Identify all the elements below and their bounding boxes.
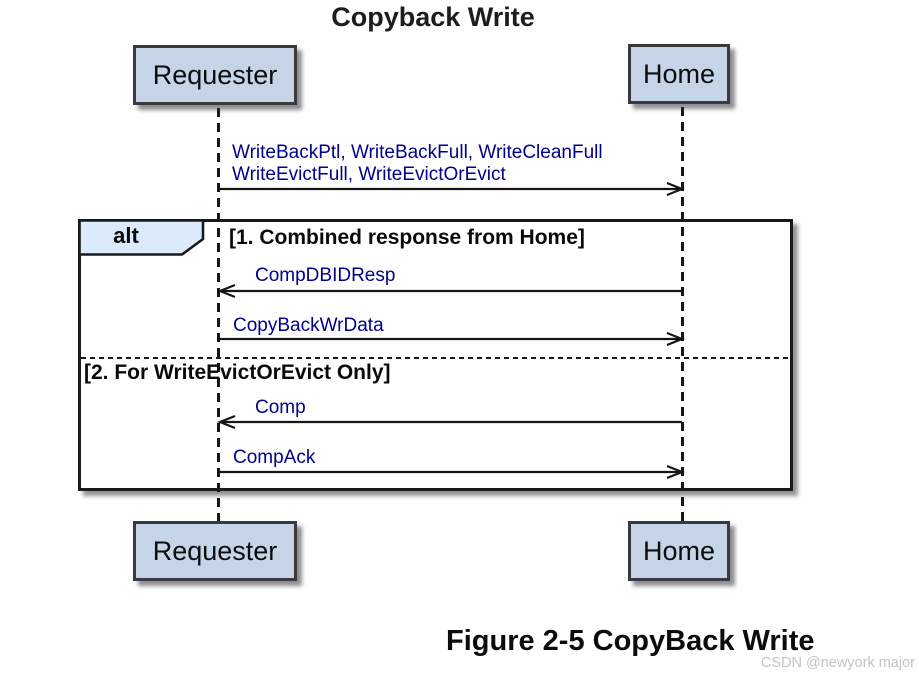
message-label-comp: Comp: [255, 397, 306, 418]
message-label-copybackwrdata: CopyBackWrData: [233, 315, 384, 336]
guard-combined-response: [1. Combined response from Home]: [229, 226, 585, 249]
watermark-text: CSDN @newyork major: [760, 655, 915, 671]
message-label-writeback-line1: WriteBackPtl, WriteBackFull, WriteCleanF…: [232, 142, 603, 163]
actor-label-home-top: Home: [642, 58, 716, 89]
arrowhead-right-icon: [666, 331, 685, 347]
message-arrow-comp: [217, 414, 682, 430]
arrowhead-left-icon: [217, 414, 236, 430]
alt-operator-pentagon: [78, 219, 205, 256]
lifeline-requester: [217, 108, 220, 521]
pentagon-shape: [78, 219, 205, 256]
actor-box-home-bottom: Home: [628, 521, 730, 581]
figure-caption: Figure 2-5 CopyBack Write: [446, 625, 815, 657]
message-arrow-compdbidresp: [217, 283, 682, 299]
message-arrow-writeback: [219, 181, 685, 197]
alt-divider-line: [81, 357, 791, 359]
message-label-compack: CompAck: [233, 447, 316, 468]
lifeline-home: [681, 107, 684, 521]
diagram-title: Copyback Write: [331, 2, 535, 32]
message-label-writeback-line2: WriteEvictFull, WriteEvictOrEvict: [232, 164, 506, 185]
alt-operator-label: alt: [113, 223, 139, 248]
actor-label-requester-bottom: Requester: [152, 535, 278, 566]
arrowhead-right-icon: [666, 464, 685, 480]
message-label-compdbidresp: CompDBIDResp: [255, 265, 396, 286]
actor-box-home-top: Home: [628, 44, 730, 104]
alt-fragment-frame: [78, 219, 793, 491]
message-label-writeback: WriteBackPtl, WriteBackFull, WriteCleanF…: [232, 142, 603, 186]
guard-writeevict-only: [2. For WriteEvictOrEvict Only]: [84, 361, 391, 384]
actor-label-home-bottom: Home: [642, 535, 716, 566]
message-arrow-compack: [219, 464, 685, 480]
actor-box-requester-top: Requester: [133, 45, 297, 105]
actor-label-requester-top: Requester: [152, 59, 278, 90]
arrowhead-left-icon: [217, 283, 236, 299]
actor-box-requester-bottom: Requester: [133, 521, 297, 581]
arrowhead-right-icon: [666, 181, 685, 197]
message-arrow-copybackwrdata: [219, 331, 685, 347]
